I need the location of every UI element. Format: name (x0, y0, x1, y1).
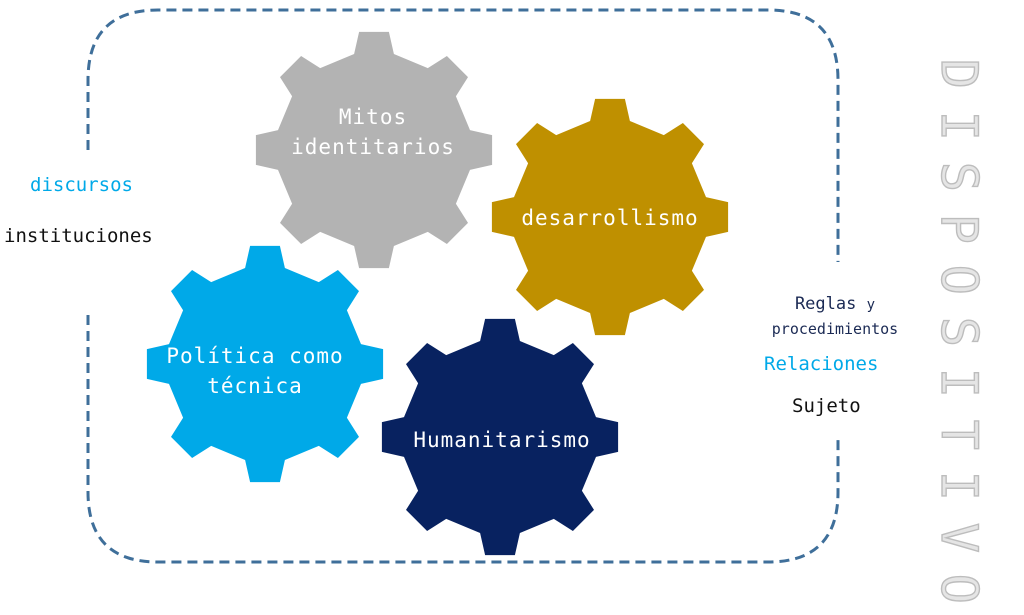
title-letter: I (929, 470, 988, 502)
label-relaciones: Relaciones (764, 353, 879, 375)
title-letter: D (929, 58, 988, 90)
title-letter: O (929, 573, 988, 605)
label-sujeto: Sujeto (792, 395, 861, 417)
title-letter: S (929, 161, 988, 193)
gear-label-mitos: Mitos identitarios (291, 105, 455, 159)
frame-top-bracket (86, 8, 840, 262)
label-procedimientos: procedimientos (771, 320, 899, 338)
title-letter: I (929, 367, 988, 399)
gear-shape (255, 31, 493, 269)
title-letter: T (929, 418, 988, 450)
title-letter: S (929, 315, 988, 347)
gear-label-humanitarismo: Humanitarismo (413, 428, 591, 452)
title-letter: I (929, 109, 988, 141)
gear-shape (491, 98, 729, 336)
label-reglas-y-procedimientos: Reglas y procedimientos (752, 292, 918, 341)
frame-bottom-bracket (86, 315, 840, 564)
gear-label-politica: Política como técnica (166, 344, 344, 398)
gear-icon (491, 98, 729, 336)
label-discursos: discursos (30, 174, 133, 196)
label-y: y (866, 297, 876, 313)
title-letter: O (929, 264, 988, 296)
label-instituciones: instituciones (4, 225, 153, 247)
gear-label-desarrollismo: desarrollismo (521, 206, 699, 230)
gear-icon (381, 318, 619, 556)
gear-shape (381, 318, 619, 556)
dispositivo-frame (86, 8, 840, 564)
diagram-canvas: Mitos identitarios desarrollismo Polític… (4, 8, 988, 605)
gear-shape (146, 245, 384, 483)
title-letter: P (929, 212, 988, 244)
gear-icon (255, 31, 493, 269)
title-letter: V (929, 521, 988, 553)
label-reglas: Reglas (794, 294, 857, 314)
gear-icon (146, 245, 384, 483)
